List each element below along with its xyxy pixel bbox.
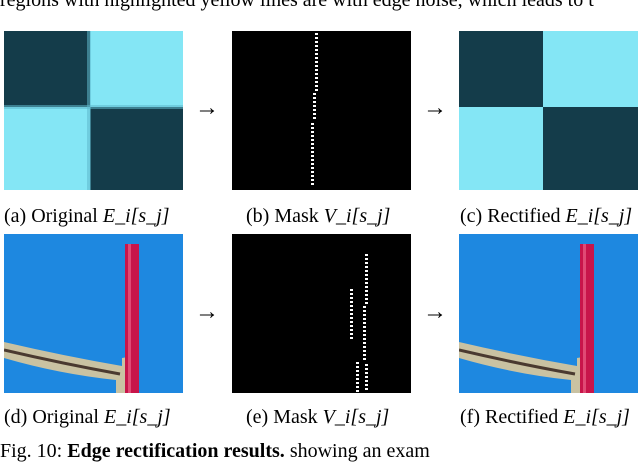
math-E: E_i[s_j]: [565, 205, 633, 227]
caption-e: (e) Mask V_i[s_j]: [246, 406, 390, 428]
panel-a-checker-original: [4, 31, 183, 190]
panel-b-mask: [232, 31, 411, 190]
caption-a: (a) Original E_i[s_j]: [4, 205, 170, 227]
caption-c: (c) Rectified E_i[s_j]: [460, 205, 633, 227]
arrow-right-icon: →: [195, 95, 219, 121]
math-E: E_i[s_j]: [102, 205, 170, 227]
clipped-top-text: regions with highlighted yellow lines ar…: [0, 0, 640, 22]
caption-f: (f) Rectified E_i[s_j]: [460, 406, 630, 428]
top-text-line: regions with highlighted yellow lines ar…: [0, 0, 594, 11]
arrow-right-icon: →: [195, 299, 219, 325]
math-E: E_i[s_j]: [103, 406, 171, 428]
math-V: V_i[s_j]: [322, 406, 390, 428]
figure-caption: Fig. 10: Edge rectification results. sho…: [0, 440, 430, 462]
caption-d: (d) Original E_i[s_j]: [4, 406, 171, 428]
arrow-right-icon: →: [423, 95, 447, 121]
math-V: V_i[s_j]: [323, 205, 391, 227]
arrow-right-icon: →: [423, 299, 447, 325]
panel-f-scene-rectified: [459, 234, 638, 393]
caption-b: (b) Mask V_i[s_j]: [246, 205, 391, 227]
panel-c-checker-rectified: [459, 31, 638, 190]
panel-d-scene-original: [4, 234, 183, 393]
math-E: E_i[s_j]: [563, 406, 630, 428]
panel-e-mask: [232, 234, 411, 393]
